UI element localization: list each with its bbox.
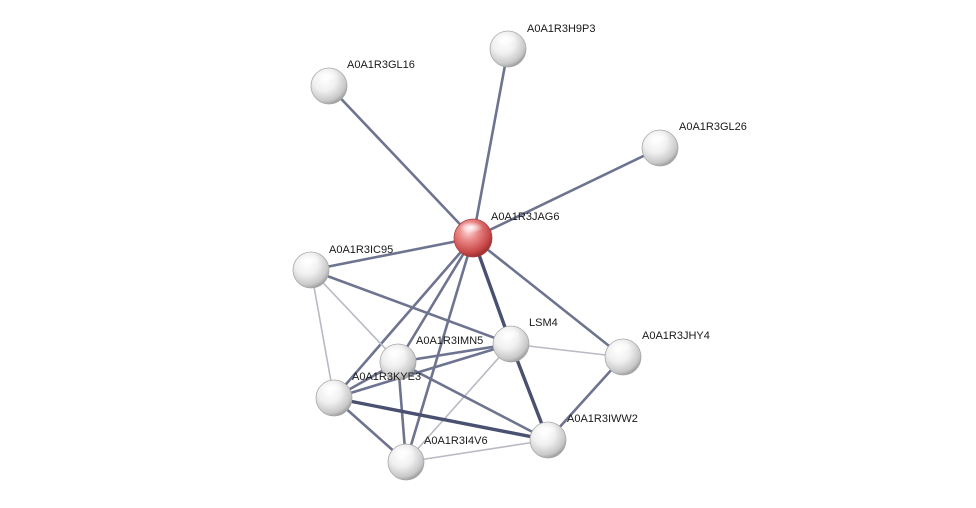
node-highlight <box>393 446 416 458</box>
edge-lsm4-a0a1r3imn5[interactable] <box>396 342 513 364</box>
node-a0a1r3imn5[interactable]: A0A1R3IMN5 <box>379 335 483 381</box>
edge-a0a1r3jag6-a0a1r3kye3[interactable] <box>332 236 475 400</box>
node-a0a1r3i4v6[interactable]: A0A1R3I4V6 <box>387 435 488 481</box>
edge-a0a1r3jag6-a0a1r3gl16[interactable] <box>327 84 475 240</box>
node-a0a1r3jag6[interactable]: A0A1R3JAG6 <box>453 211 559 258</box>
node-a0a1r3kye3[interactable]: A0A1R3KYE3 <box>315 371 421 417</box>
node-highlight <box>535 424 558 436</box>
edge-lsm4-a0a1r3kye3[interactable] <box>332 342 513 400</box>
edge-lsm4-a0a1r3jhy4[interactable] <box>510 343 624 358</box>
node-label: A0A1R3GL26 <box>679 121 747 133</box>
node-highlight <box>316 70 339 82</box>
node-highlight <box>321 382 344 394</box>
nodes-layer: A0A1R3JAG6 A0A1R3H9P3A0A1R3GL16A0A1R3GL26… <box>292 23 747 481</box>
node-a0a1r3h9p3[interactable]: A0A1R3H9P3 <box>489 23 596 68</box>
node-label: A0A1R3IC95 <box>329 244 393 256</box>
node-a0a1r3jhy4[interactable]: A0A1R3JHY4 <box>604 330 710 376</box>
node-highlight <box>647 132 670 144</box>
node-label: A0A1R3I4V6 <box>424 435 488 447</box>
edge-a0a1r3jhy4-a0a1r3iww2[interactable] <box>546 355 625 442</box>
node-highlight <box>610 341 633 353</box>
node-highlight <box>495 33 518 45</box>
edge-a0a1r3jag6-a0a1r3i4v6[interactable] <box>404 236 475 464</box>
node-label: A0A1R3IWW2 <box>567 413 638 425</box>
node-label: A0A1R3H9P3 <box>527 23 596 35</box>
node-a0a1r3ic95[interactable]: A0A1R3IC95 <box>292 244 393 289</box>
node-highlight <box>298 254 321 266</box>
edge-lsm4-a0a1r3i4v6[interactable] <box>405 343 512 463</box>
node-highlight <box>459 221 483 234</box>
edge-a0a1r3ic95-a0a1r3imn5[interactable] <box>310 269 399 363</box>
node-label: A0A1R3GL16 <box>347 59 415 71</box>
edge-a0a1r3jag6-a0a1r3h9p3[interactable] <box>471 47 510 240</box>
edge-a0a1r3kye3-a0a1r3iww2[interactable] <box>332 396 550 442</box>
node-a0a1r3gl16[interactable]: A0A1R3GL16 <box>310 59 415 105</box>
node-a0a1r3gl26[interactable]: A0A1R3GL26 <box>641 121 747 167</box>
edge-a0a1r3jag6-a0a1r3ic95[interactable] <box>309 236 475 272</box>
edge-a0a1r3jag6-a0a1r3imn5[interactable] <box>396 236 475 364</box>
node-highlight <box>385 346 408 358</box>
node-a0a1r3iww2[interactable]: A0A1R3IWW2 <box>529 413 638 459</box>
edge-a0a1r3jag6-a0a1r3jhy4[interactable] <box>471 236 625 359</box>
node-label: A0A1R3IMN5 <box>416 335 483 347</box>
edge-a0a1r3jag6-a0a1r3gl26[interactable] <box>471 146 662 240</box>
node-label: LSM4 <box>529 317 558 329</box>
edge-a0a1r3ic95-lsm4[interactable] <box>309 268 513 346</box>
node-label: A0A1R3JAG6 <box>491 211 559 223</box>
node-lsm4[interactable]: LSM4 <box>492 317 558 363</box>
node-label: A0A1R3JHY4 <box>642 330 710 342</box>
edge-a0a1r3iww2-a0a1r3i4v6[interactable] <box>405 439 549 463</box>
edge-a0a1r3ic95-a0a1r3kye3[interactable] <box>310 269 335 399</box>
edge-a0a1r3imn5-a0a1r3iww2[interactable] <box>396 360 550 442</box>
node-label: A0A1R3KYE3 <box>352 371 421 383</box>
node-highlight <box>498 328 521 340</box>
